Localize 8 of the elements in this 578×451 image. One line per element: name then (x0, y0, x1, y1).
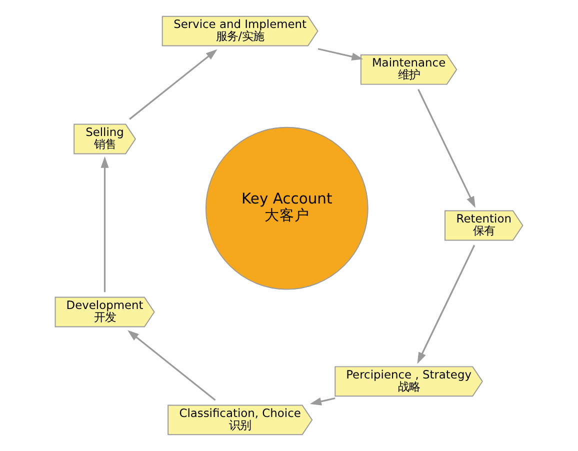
arrow (129, 49, 218, 120)
arrow (100, 156, 109, 292)
arrow (318, 48, 364, 61)
arrow (127, 330, 216, 401)
node-circle: Key Account 大客户 (205, 126, 368, 290)
arrow (310, 397, 336, 406)
arrow (417, 244, 476, 364)
arrow (418, 88, 476, 208)
